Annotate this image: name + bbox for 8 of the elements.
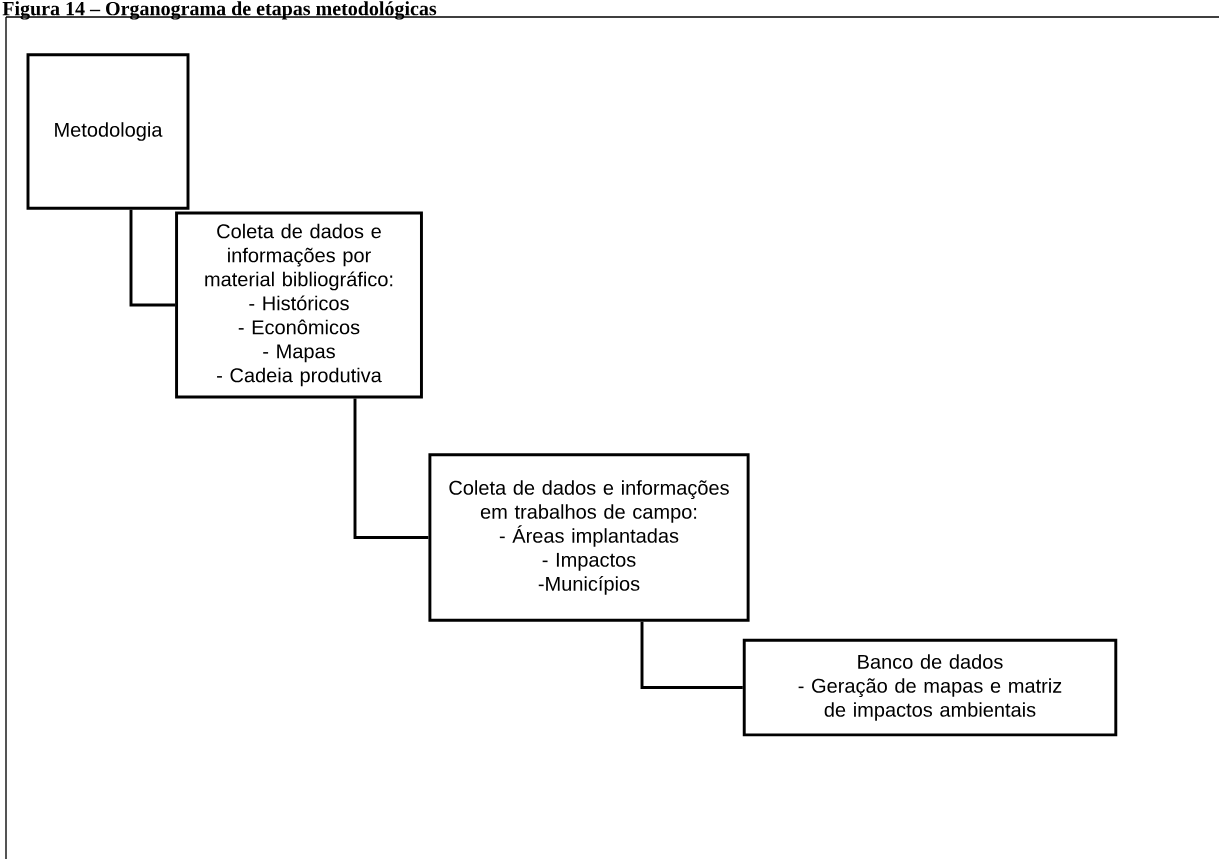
connector-line [353, 398, 429, 539]
process-box: Banco de dados - Geração de mapas e matriz de impactos ambientais [742, 638, 1118, 737]
figure-title: Figura 14 – Organograma de etapas metodológicas [2, 1, 437, 20]
connector-line [129, 209, 176, 307]
process-box: Coleta de dados e informações em trabalhos de campo: - Áreas implantadas - Impactos -Municípios [428, 453, 750, 622]
process-box: Coleta de dados e informações por material bibliográfico: - Históricos - Econômicos - Mapas - Cadeia produtiva [175, 211, 423, 399]
process-box: Metodologia [26, 53, 190, 210]
connector-line [640, 621, 743, 689]
